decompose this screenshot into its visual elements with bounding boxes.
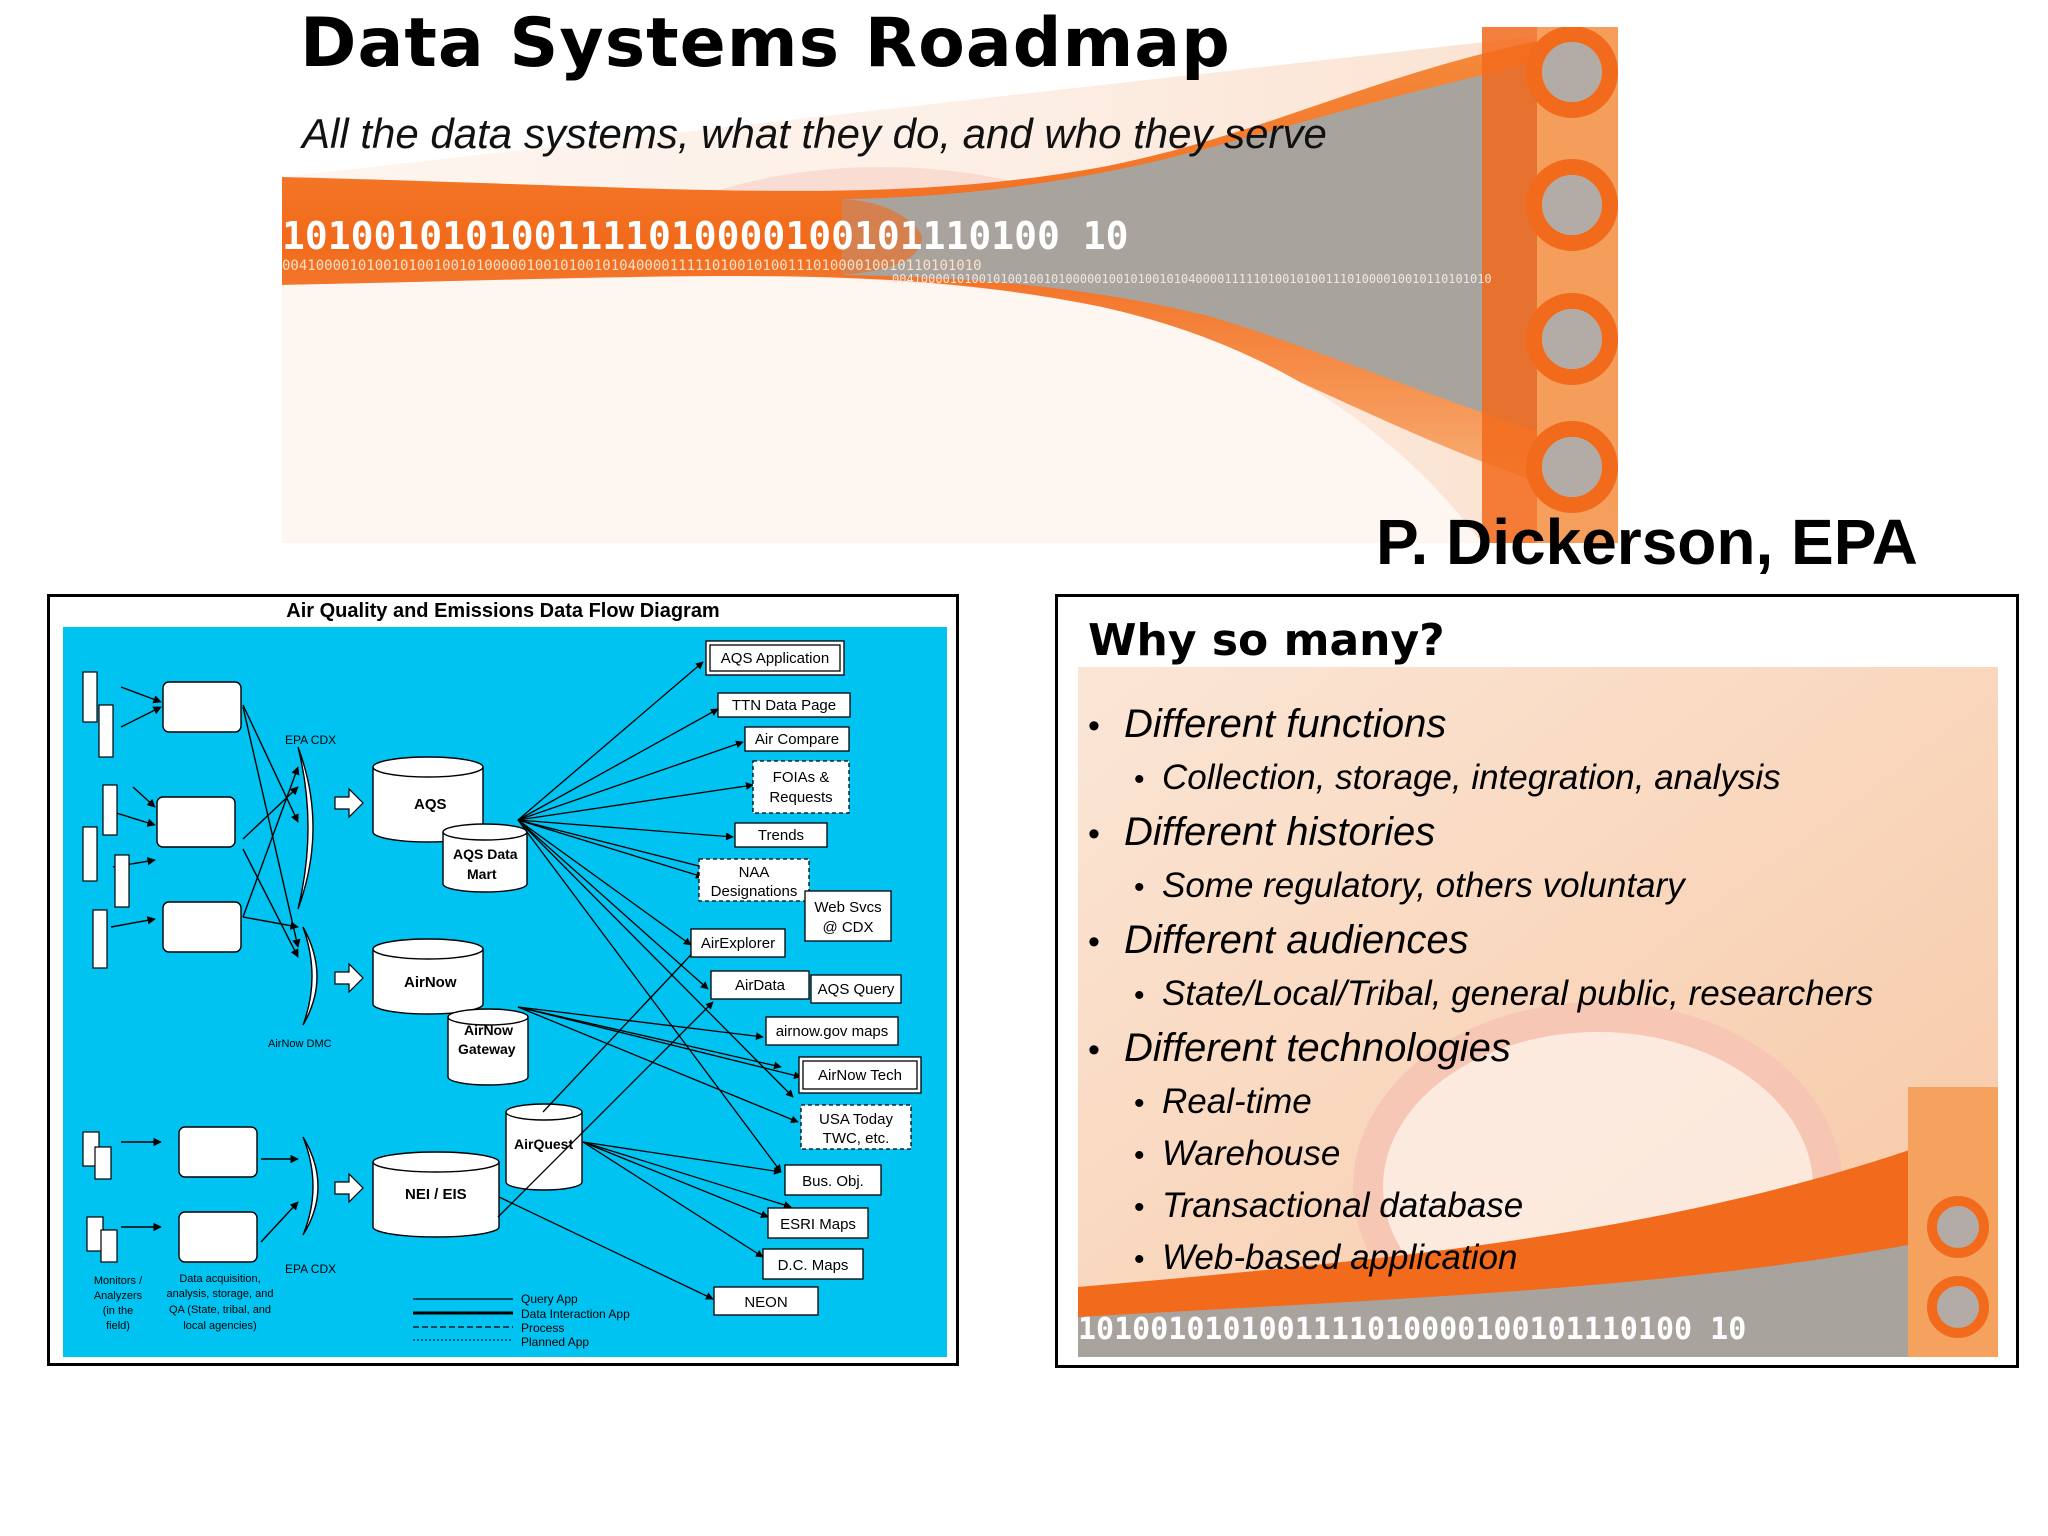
output-ttn-data-page: TTN Data Page — [732, 697, 836, 714]
aqs-label: AQS — [414, 796, 447, 813]
legend-planned-app: Planned App — [521, 1335, 589, 1349]
svg-text:(in the: (in the — [103, 1305, 134, 1317]
sub-bullet-web-based: Web-based application — [1088, 1233, 1873, 1285]
sub-bullet-collection: Collection, storage, integration, analys… — [1088, 753, 1873, 805]
epa-cdx-top-label: EPA CDX — [285, 733, 336, 747]
output-bus-obj: Bus. Obj. — [802, 1173, 864, 1190]
svg-text:local agencies): local agencies) — [183, 1320, 256, 1332]
svg-text:field): field) — [106, 1320, 130, 1332]
output-airdata: AirData — [735, 977, 786, 994]
output-dc-maps: D.C. Maps — [778, 1257, 849, 1274]
bullet-list: Different functions Collection, storage,… — [1088, 697, 1873, 1285]
output-trends: Trends — [758, 827, 804, 844]
output-airexplorer: AirExplorer — [701, 935, 775, 952]
sub-bullet-warehouse: Warehouse — [1088, 1129, 1873, 1181]
output-airnow-tech: AirNow Tech — [818, 1067, 902, 1084]
epa-cdx-bottom-label: EPA CDX — [285, 1262, 336, 1276]
output-airnow-maps: airnow.gov maps — [776, 1023, 889, 1040]
svg-text:Analyzers: Analyzers — [94, 1290, 143, 1302]
banner: 1010010101001111010000100101110100 10 00… — [282, 27, 1618, 543]
output-aqs-application: AQS Application — [721, 650, 829, 667]
output-neon: NEON — [744, 1294, 787, 1311]
output-web-svcs: Web Svcs — [814, 899, 881, 916]
sub-bullet-transactional: Transactional database — [1088, 1181, 1873, 1233]
airnow-gateway-label: AirNow — [464, 1022, 513, 1038]
bullet-functions: Different functions — [1088, 697, 1873, 753]
svg-text:004100001010010100100101000001: 0041000010100101001001010000010010100101… — [282, 258, 982, 274]
svg-text:QA (State, tribal, and: QA (State, tribal, and — [169, 1304, 271, 1316]
svg-text:Designations: Designations — [711, 883, 798, 900]
output-naa-designations: NAA — [739, 864, 770, 881]
legend-data-interaction-app: Data Interaction App — [521, 1307, 630, 1321]
svg-text:Requests: Requests — [769, 789, 832, 806]
monitors-label: Monitors / — [94, 1275, 143, 1287]
svg-text:analysis, storage, and: analysis, storage, and — [166, 1288, 273, 1300]
svg-text:Mart: Mart — [467, 866, 497, 882]
output-air-compare: Air Compare — [755, 731, 839, 748]
legend-query-app: Query App — [521, 1292, 578, 1306]
airquest-label: AirQuest — [514, 1136, 573, 1152]
airnow-dmc-label: AirNow DMC — [268, 1038, 332, 1050]
output-esri-maps: ESRI Maps — [780, 1216, 856, 1233]
diagram-title: Air Quality and Emissions Data Flow Diag… — [286, 600, 720, 622]
svg-text:TWC, etc.: TWC, etc. — [823, 1130, 890, 1147]
svg-text:101001010100111101000010010111: 1010010101001111010000100101110100 10 — [1078, 1312, 1746, 1347]
acquisition-label: Data acquisition, — [179, 1273, 260, 1285]
author-credit: P. Dickerson, EPA — [1376, 506, 1918, 578]
legend-process: Process — [521, 1321, 564, 1335]
airnow-db-label: AirNow — [404, 974, 457, 991]
output-foias: FOIAs & — [773, 769, 830, 786]
aqs-data-mart-label: AQS Data — [453, 846, 518, 862]
svg-text:101001010100111101000010010111: 1010010101001111010000100101110100 10 — [282, 214, 1128, 258]
svg-text:Gateway: Gateway — [458, 1041, 516, 1057]
sub-bullet-regulatory: Some regulatory, others voluntary — [1088, 861, 1873, 913]
sub-bullet-state-local: State/Local/Tribal, general public, rese… — [1088, 969, 1873, 1021]
bullet-technologies: Different technologies — [1088, 1021, 1873, 1077]
svg-text:@ CDX: @ CDX — [822, 919, 873, 936]
slide-title: Why so many? — [1088, 615, 1445, 666]
diagram-canvas: EPA CDX EPA CDX AirNow DMC AQS AQS Data … — [63, 627, 947, 1357]
nei-eis-label: NEI / EIS — [405, 1186, 467, 1203]
data-flow-diagram-panel: Air Quality and Emissions Data Flow Diag… — [47, 594, 959, 1366]
output-aqs-query: AQS Query — [818, 981, 895, 998]
bullet-audiences: Different audiences — [1088, 913, 1873, 969]
bullet-histories: Different histories — [1088, 805, 1873, 861]
banner-graphic: 1010010101001111010000100101110100 10 00… — [282, 27, 1618, 543]
output-usa-today: USA Today — [819, 1111, 893, 1128]
sub-bullet-real-time: Real-time — [1088, 1077, 1873, 1129]
data-flow-diagram: EPA CDX EPA CDX AirNow DMC AQS AQS Data … — [82, 640, 922, 1349]
svg-text:004100001010010100100101000001: 0041000010100101001001010000010010100101… — [892, 272, 1492, 286]
page-subtitle: All the data systems, what they do, and … — [302, 110, 1327, 157]
why-so-many-slide: 1010010101001111010000100101110100 10 Wh… — [1055, 594, 2019, 1368]
page-title: Data Systems Roadmap — [300, 4, 1231, 83]
